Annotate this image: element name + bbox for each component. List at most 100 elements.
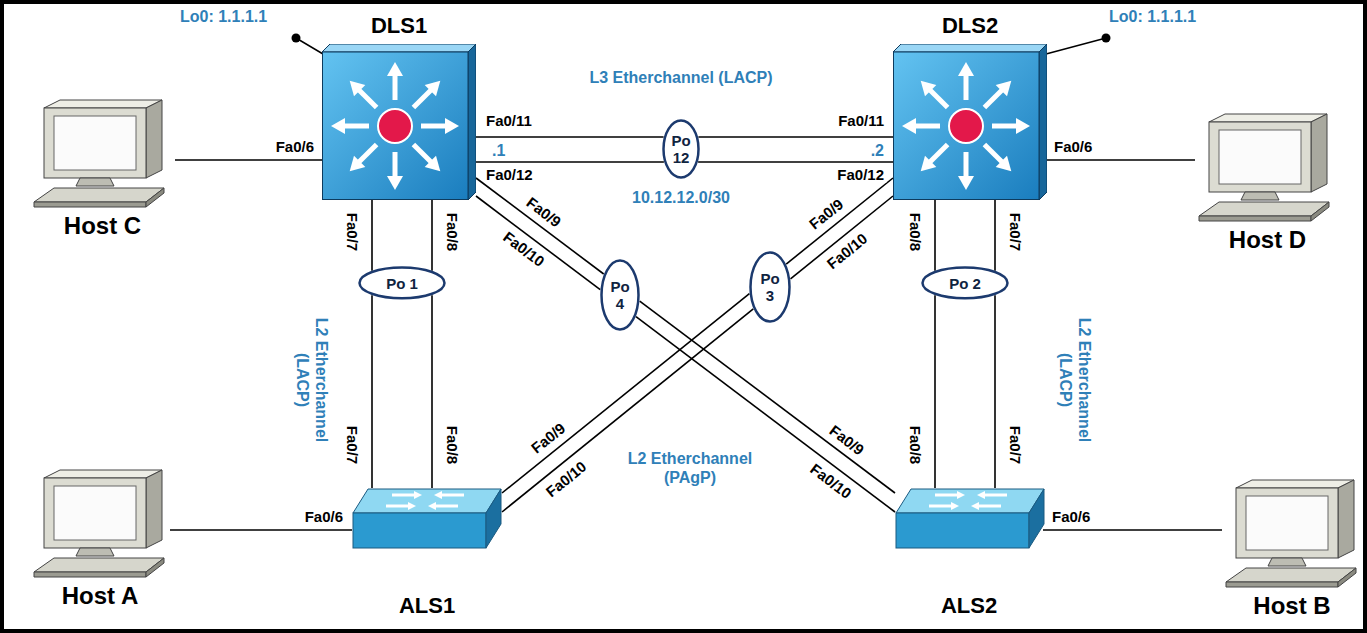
port-channel-oval: Po 12 bbox=[662, 119, 700, 179]
link-line bbox=[476, 136, 664, 138]
label-holder: Fa0/12 bbox=[835, 166, 886, 183]
multilayer-switch: DLS1 bbox=[322, 8, 476, 200]
label-holder: Fa0/8 bbox=[907, 211, 924, 253]
interface-label: Fa0/7 bbox=[344, 424, 361, 466]
node-label: ALS2 bbox=[895, 592, 1043, 620]
interface-label: Fa0/7 bbox=[344, 211, 361, 253]
link-line bbox=[371, 200, 373, 271]
node-label: Host A bbox=[30, 582, 170, 610]
interface-label: Fa0/7 bbox=[1007, 424, 1024, 466]
multilayer-switch: DLS2 bbox=[893, 8, 1047, 200]
link-line bbox=[994, 295, 996, 488]
switch-icon bbox=[322, 44, 476, 200]
link-annotation: L2 Etherchannel (PAgP) bbox=[618, 449, 762, 487]
label-holder: Fa0/10 bbox=[541, 456, 591, 501]
link-line bbox=[170, 529, 352, 531]
link-annotation: 10.12.12.0/30 bbox=[630, 188, 732, 207]
loopback-leader bbox=[296, 38, 323, 54]
interface-label: Fa0/9 bbox=[526, 418, 570, 458]
label-holder: L3 Etherchannel (LACP) bbox=[587, 68, 774, 87]
host-pc: Host A bbox=[30, 468, 170, 618]
label-holder: Fa0/8 bbox=[444, 424, 461, 466]
pc-icon bbox=[1195, 112, 1335, 224]
host-pc: Host B bbox=[1222, 478, 1362, 628]
label-holder: Fa0/7 bbox=[344, 424, 361, 466]
link-annotation: L3 Etherchannel (LACP) bbox=[587, 68, 774, 87]
interface-label: Fa0/8 bbox=[444, 424, 461, 466]
node-label: Po 3 bbox=[758, 270, 782, 304]
link-annotation: Lo0: 1.1.1.1 bbox=[178, 7, 269, 26]
link-line bbox=[698, 161, 893, 163]
link-line bbox=[175, 159, 322, 161]
pc-icon bbox=[30, 98, 170, 210]
link-line bbox=[1047, 159, 1195, 161]
node-label: Host D bbox=[1195, 226, 1340, 254]
pc-icon bbox=[1222, 478, 1362, 590]
interface-label: Fa0/10 bbox=[541, 456, 591, 501]
switch-icon bbox=[352, 488, 502, 550]
label-holder: Fa0/6 bbox=[274, 138, 316, 155]
interface-label: Fa0/8 bbox=[907, 211, 924, 253]
pc-icon bbox=[30, 468, 170, 580]
label-holder: Fa0/12 bbox=[484, 166, 535, 183]
node-label: Po 1 bbox=[386, 275, 418, 292]
link-line bbox=[934, 200, 936, 271]
interface-label: Fa0/12 bbox=[484, 166, 535, 183]
port-channel-oval: Po 3 bbox=[749, 251, 791, 323]
label-holder: Fa0/8 bbox=[444, 211, 461, 253]
link-annotation: .2 bbox=[869, 141, 886, 160]
interface-label: Fa0/8 bbox=[444, 211, 461, 253]
label-holder: Fa0/10 bbox=[822, 228, 872, 273]
switch-icon bbox=[893, 44, 1047, 200]
node-label: ALS1 bbox=[352, 592, 502, 620]
node-label: DLS2 bbox=[893, 8, 1047, 44]
link-annotation: L2 Etherchannel (LACP) bbox=[293, 308, 331, 452]
link-line bbox=[994, 200, 996, 271]
link-line bbox=[934, 295, 936, 488]
interface-label: Fa0/6 bbox=[1050, 508, 1092, 525]
label-holder: Fa0/6 bbox=[1052, 138, 1094, 155]
label-holder: Fa0/6 bbox=[303, 508, 345, 525]
label-holder: Fa0/9 bbox=[804, 194, 848, 234]
interface-label: Fa0/9 bbox=[522, 192, 566, 231]
interface-label: Fa0/7 bbox=[1007, 211, 1024, 253]
node-label: Po 4 bbox=[608, 278, 632, 312]
link-line bbox=[431, 200, 433, 271]
loopback-dot bbox=[1102, 34, 1111, 43]
interface-label: Fa0/6 bbox=[303, 508, 345, 525]
node-label: Po 2 bbox=[949, 275, 981, 292]
link-line bbox=[1043, 529, 1222, 531]
link-annotation: .1 bbox=[490, 141, 507, 160]
interface-label: Fa0/9 bbox=[804, 194, 848, 234]
label-holder: Fa0/11 bbox=[484, 112, 534, 129]
label-holder: .1 bbox=[490, 141, 507, 160]
interface-label: Fa0/10 bbox=[499, 227, 550, 271]
label-holder: Fa0/10 bbox=[499, 227, 550, 271]
host-pc: Host C bbox=[30, 98, 175, 248]
link-line bbox=[371, 295, 373, 488]
label-holder: Fa0/8 bbox=[907, 424, 924, 466]
label-holder: Fa0/11 bbox=[836, 112, 886, 129]
interface-label: Fa0/11 bbox=[484, 112, 534, 129]
interface-label: Fa0/10 bbox=[806, 459, 857, 503]
label-holder: L2 Etherchannel (PAgP) bbox=[618, 449, 762, 487]
link-line bbox=[476, 161, 664, 163]
node-label: Po 12 bbox=[669, 132, 693, 166]
interface-label: Fa0/11 bbox=[836, 112, 886, 129]
access-switch: ALS2 bbox=[895, 488, 1043, 622]
link-annotation: L2 Etherchannel (LACP) bbox=[1056, 308, 1094, 452]
interface-label: Fa0/10 bbox=[822, 228, 872, 273]
loopback-leader bbox=[1046, 38, 1106, 54]
label-holder: Fa0/9 bbox=[526, 418, 570, 458]
host-pc: Host D bbox=[1195, 112, 1340, 262]
port-channel-oval: Po 1 bbox=[358, 266, 446, 300]
interface-label: Fa0/6 bbox=[1052, 138, 1094, 155]
interface-label: Fa0/6 bbox=[274, 138, 316, 155]
link-line bbox=[431, 295, 433, 488]
